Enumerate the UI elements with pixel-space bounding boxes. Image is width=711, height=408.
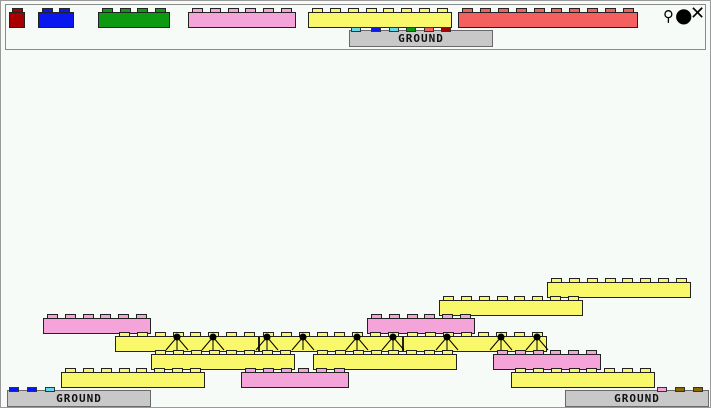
brick-stud bbox=[117, 314, 129, 318]
brick-stud bbox=[65, 368, 77, 372]
brick-stud bbox=[424, 314, 436, 318]
pin-icon[interactable] bbox=[343, 333, 371, 351]
palette-brick-pink[interactable] bbox=[188, 8, 296, 28]
ground-edge-brick bbox=[693, 387, 703, 392]
palette-color-tab bbox=[406, 27, 416, 32]
brick-stud bbox=[461, 296, 473, 300]
pin-icon[interactable] bbox=[379, 333, 407, 351]
brick-pink[interactable] bbox=[493, 350, 601, 370]
brick-stud bbox=[551, 278, 563, 282]
pin-icon[interactable] bbox=[163, 333, 191, 351]
brick-yellow[interactable] bbox=[151, 350, 295, 370]
brick-pink[interactable] bbox=[241, 368, 349, 388]
brick-stud bbox=[316, 332, 328, 336]
palette-color-tab bbox=[441, 27, 451, 32]
bomb-icon[interactable]: ● bbox=[675, 3, 693, 27]
palette-brick-green[interactable] bbox=[98, 8, 170, 28]
palette-brick-salmon[interactable] bbox=[458, 8, 638, 28]
brick-stud bbox=[675, 278, 687, 282]
brick-stud bbox=[586, 278, 598, 282]
brick-stud bbox=[118, 368, 130, 372]
brick-yellow[interactable] bbox=[313, 350, 457, 370]
brick-studs bbox=[44, 314, 150, 319]
palette-color-tab bbox=[351, 27, 361, 32]
brick-stud bbox=[585, 350, 597, 354]
ground-left[interactable]: GROUND bbox=[7, 390, 151, 407]
brick-stud bbox=[621, 368, 633, 372]
palette-color-tab bbox=[424, 27, 434, 32]
brick-stud bbox=[604, 368, 616, 372]
brick-stud bbox=[47, 314, 59, 318]
brick-pink[interactable] bbox=[367, 314, 475, 334]
pin-icon[interactable] bbox=[199, 333, 227, 351]
brick-yellow[interactable] bbox=[61, 368, 205, 388]
pin-icon[interactable] bbox=[253, 333, 281, 351]
brick-pink[interactable] bbox=[43, 314, 151, 334]
palette-brick-yellow[interactable] bbox=[308, 8, 452, 28]
ground-edge-brick bbox=[9, 387, 19, 392]
brick-yellow[interactable] bbox=[439, 296, 583, 316]
pin-icon[interactable] bbox=[289, 333, 317, 351]
brick-stud bbox=[443, 296, 455, 300]
brick-stud bbox=[640, 278, 652, 282]
ground-edge-brick bbox=[27, 387, 37, 392]
palette-color-tab bbox=[389, 27, 399, 32]
brick-stud bbox=[225, 332, 237, 336]
brick-stud bbox=[82, 314, 94, 318]
pin-icon[interactable]: ⚲ bbox=[663, 7, 674, 25]
pin-icon[interactable] bbox=[523, 333, 551, 351]
palette-ground-button[interactable]: GROUND bbox=[349, 30, 493, 47]
brick-yellow[interactable] bbox=[511, 368, 655, 388]
brick-stud bbox=[657, 278, 669, 282]
brick-stud bbox=[100, 368, 112, 372]
brick-stud bbox=[514, 296, 526, 300]
brick-stud bbox=[136, 368, 148, 372]
brick-studs bbox=[548, 278, 690, 283]
palette-brick-blue[interactable] bbox=[38, 8, 74, 28]
brick-stud bbox=[622, 278, 634, 282]
brick-stud bbox=[569, 278, 581, 282]
brick-stud bbox=[478, 296, 490, 300]
brick-yellow[interactable] bbox=[547, 278, 691, 298]
brick-stud bbox=[496, 296, 508, 300]
ground-edge-brick bbox=[45, 387, 55, 392]
brick-stud bbox=[298, 368, 310, 372]
palette-color-tab bbox=[371, 27, 381, 32]
brick-stud bbox=[639, 368, 651, 372]
brick-stud bbox=[64, 314, 76, 318]
brick-stud bbox=[388, 314, 400, 318]
brick-stud bbox=[604, 278, 616, 282]
brick-stud bbox=[371, 314, 383, 318]
brick-stud bbox=[406, 314, 418, 318]
pin-icon[interactable] bbox=[433, 333, 461, 351]
palette-brick-red[interactable] bbox=[9, 8, 25, 28]
ground-right[interactable]: GROUND bbox=[565, 390, 709, 407]
ground-edge-brick bbox=[675, 387, 685, 392]
brick-stud bbox=[135, 314, 147, 318]
delete-icon[interactable]: ✕ bbox=[690, 3, 706, 24]
brick-stud bbox=[100, 314, 112, 318]
brick-stud bbox=[532, 296, 544, 300]
brick-stud bbox=[83, 368, 95, 372]
ground-edge-brick bbox=[657, 387, 667, 392]
brick-stud bbox=[567, 350, 579, 354]
brick-stud bbox=[550, 350, 562, 354]
pin-icon[interactable] bbox=[487, 333, 515, 351]
